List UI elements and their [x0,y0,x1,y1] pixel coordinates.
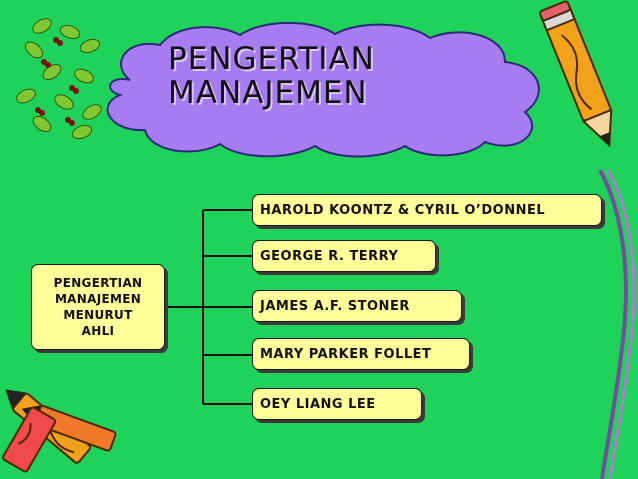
root-line-3: MENURUT [63,308,133,322]
expert-box-follet: MARY PARKER FOLLET [252,338,470,370]
expert-box-stoner: JAMES A.F. STONER [252,290,462,322]
root-line-2: MANAJEMEN [54,292,142,306]
title-line-2: MANAJEMEN [168,75,368,111]
page-title: PENGERTIAN MANAJEMEN [168,42,375,110]
ants-leaves-icon [16,18,102,140]
crayons-icon [2,389,117,473]
expert-box-lee: OEY LIANG LEE [252,388,422,420]
root-line-4: AHLI [81,324,115,338]
title-cloud-shape [106,21,540,158]
expert-box-terry: GEORGE R. TERRY [252,240,436,272]
expert-label: MARY PARKER FOLLET [260,346,432,362]
root-node-box: PENGERTIAN MANAJEMEN MENURUT AHLI [31,264,165,350]
expert-label: HAROLD KOONTZ & CYRIL O’DONNEL [260,202,546,218]
side-pencil-icon [598,169,636,479]
expert-label: OEY LIANG LEE [260,396,376,412]
expert-box-koontz: HAROLD KOONTZ & CYRIL O’DONNEL [252,194,602,226]
expert-label: GEORGE R. TERRY [260,248,399,264]
pencil-icon [539,0,613,148]
root-line-1: PENGERTIAN [53,276,143,290]
title-line-1: PENGERTIAN [168,41,375,77]
expert-label: JAMES A.F. STONER [260,298,410,314]
